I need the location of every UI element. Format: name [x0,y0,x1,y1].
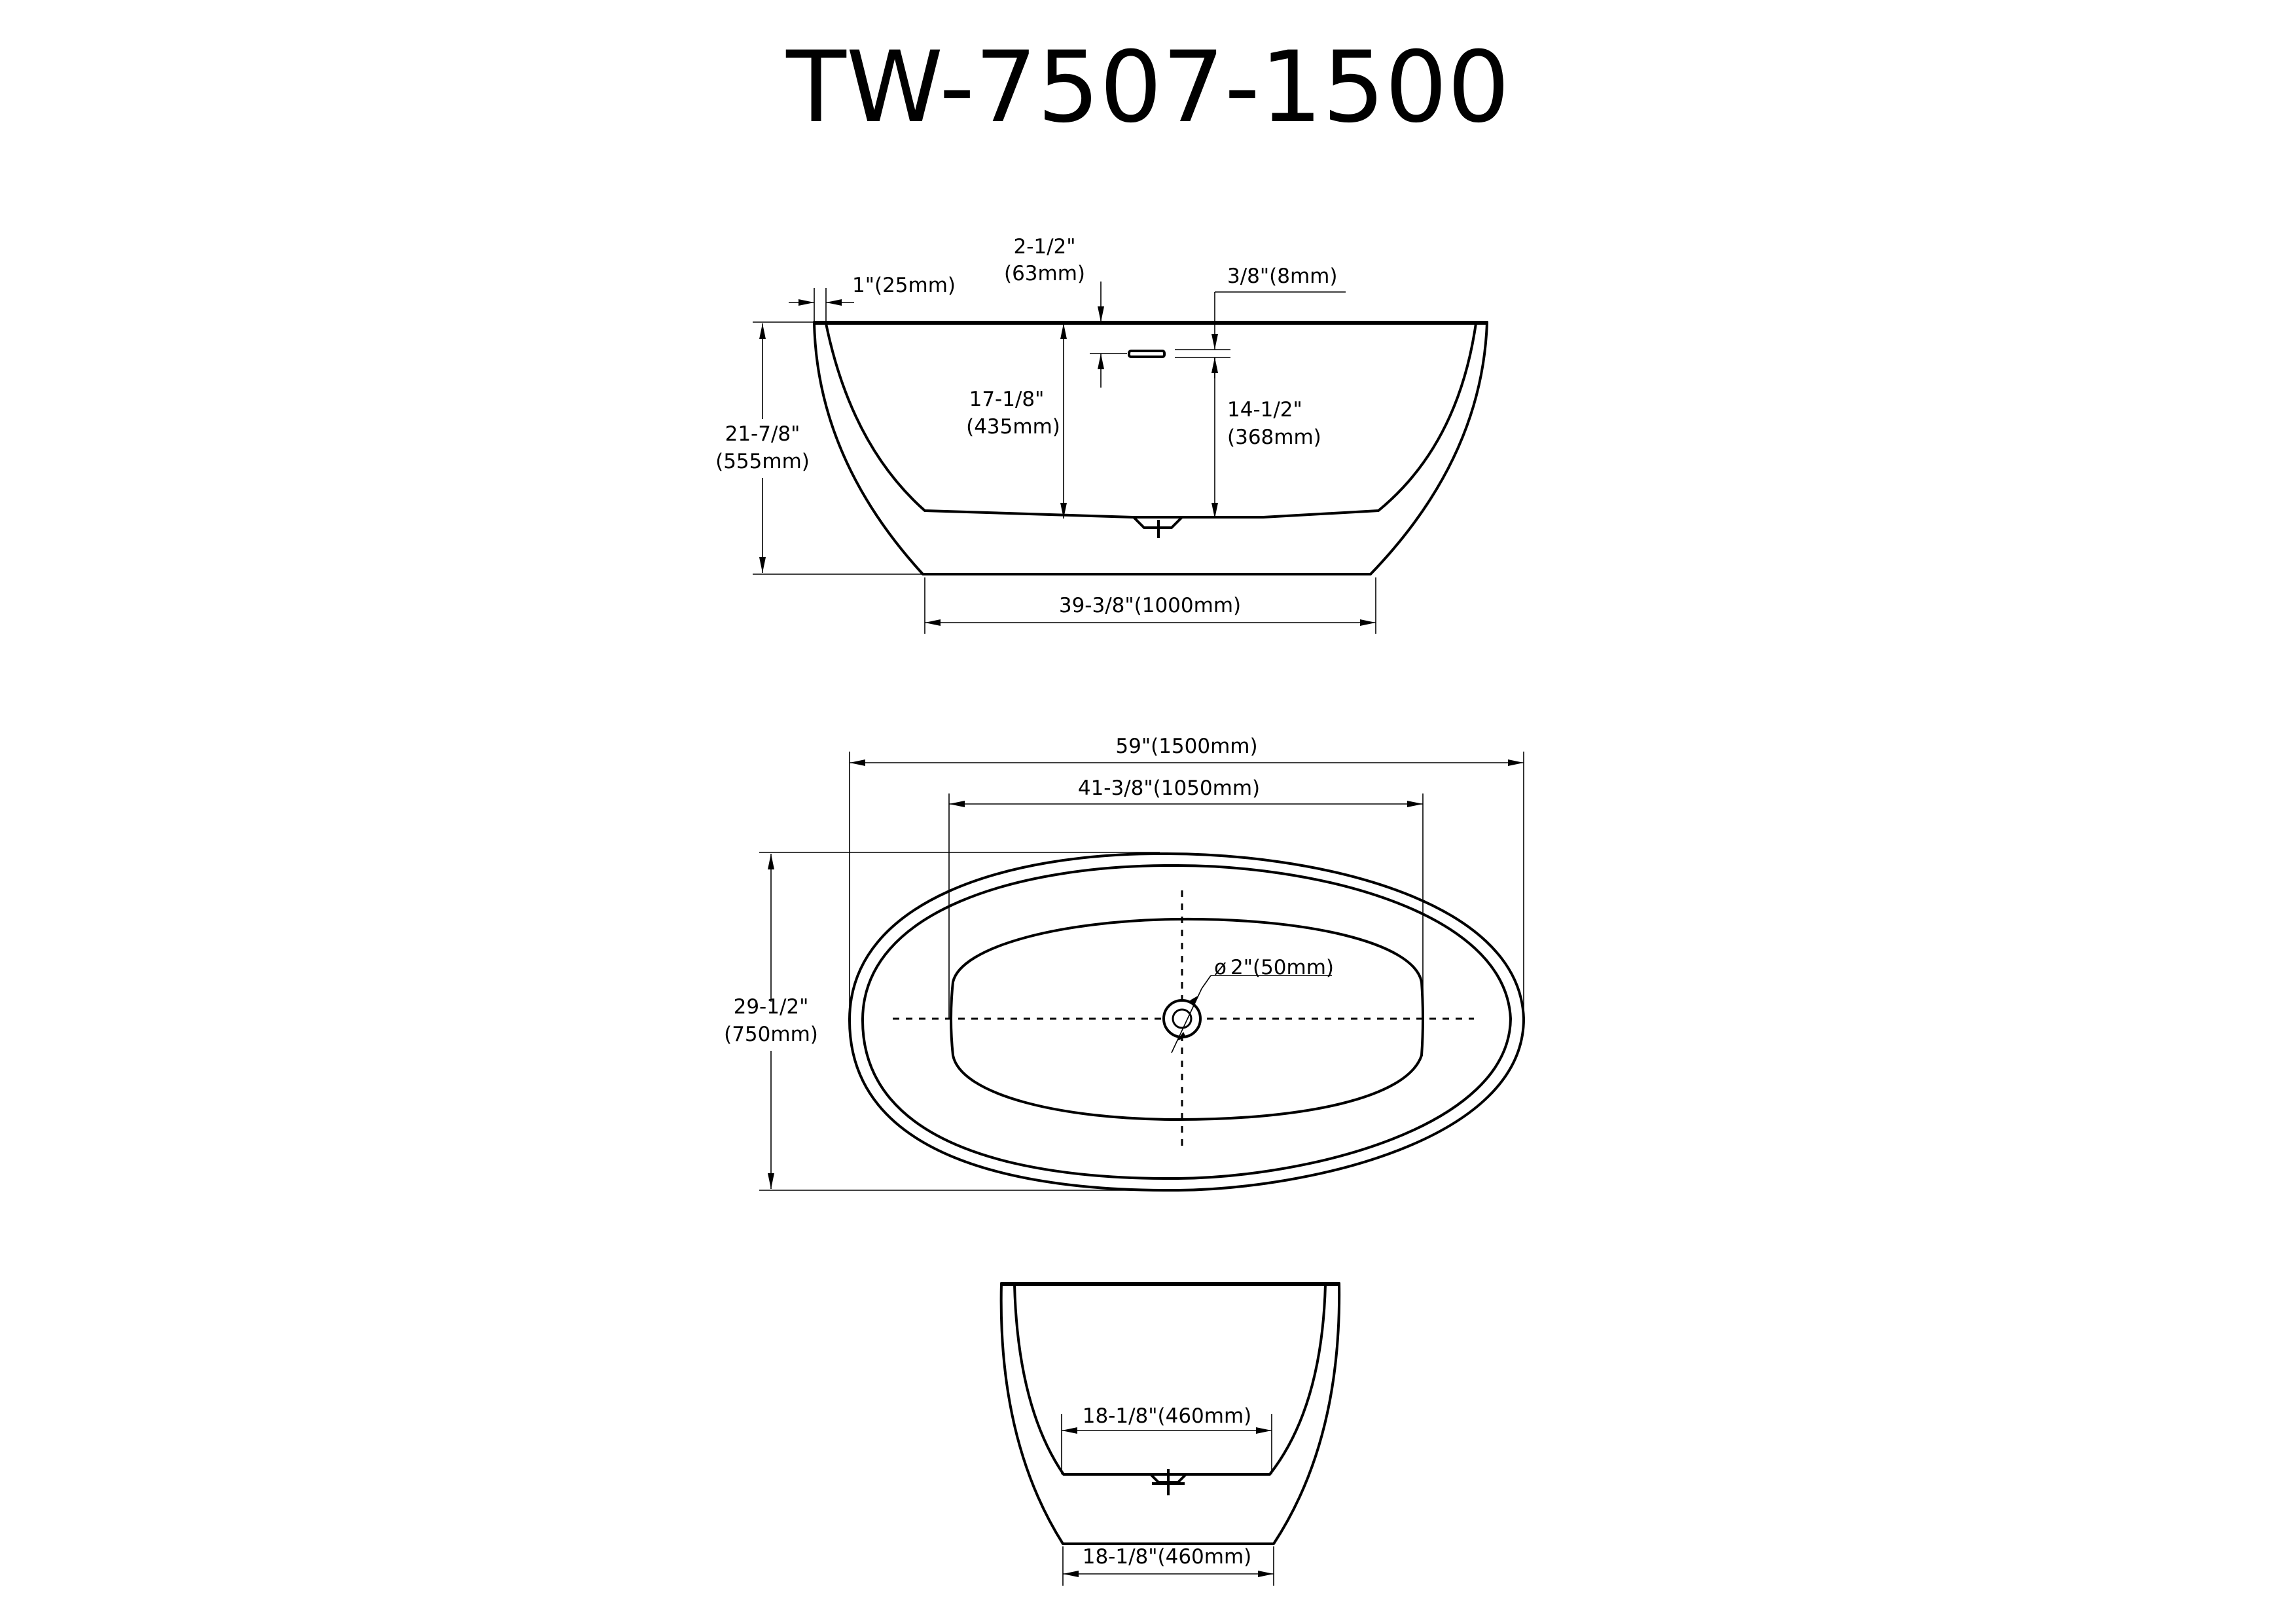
rim-thickness-label: 1"(25mm) [852,274,956,297]
overflow-to-bottom-mm-label: (368mm) [1227,426,1321,449]
total-height-in-label: 21-7/8" [725,422,800,446]
top-drain [1162,999,1202,1038]
top-inner-basin [950,917,1424,1121]
side-overflow-slot [1128,349,1230,358]
dim-overflow-drop: 2-1/2" (63mm) [1004,235,1127,388]
overall-width-in-label: 29-1/2" [734,995,809,1019]
side-inner-bowl [825,323,1477,519]
drain-diameter-label: 2"(50mm) [1230,956,1334,979]
end-drain-fitting [1149,1469,1187,1495]
end-view: 18-1/8"(460mm) 18-1/8"(460mm) [999,1282,1341,1586]
top-inner-rim [861,864,1512,1180]
base-length-label: 39-3/8"(1000mm) [1059,594,1241,617]
overall-length-label: 59"(1500mm) [1115,735,1257,758]
diameter-symbol: ø [1214,956,1227,979]
dim-inner-bottom-width: 18-1/8"(460mm) [1061,1404,1272,1474]
dim-total-height: 21-7/8" (555mm) [715,321,923,575]
side-outer-shell [813,321,1488,575]
overall-width-mm-label: (750mm) [724,1023,818,1046]
top-outer-rim [848,852,1525,1192]
dim-base-width: 18-1/8"(460mm) [1062,1545,1274,1586]
inner-length-label: 41-3/8"(1050mm) [1078,776,1260,800]
dim-drain-diameter: ø 2"(50mm) [1171,956,1334,1053]
dim-inner-depth: 17-1/8" (435mm) [966,323,1067,519]
dim-overall-length: 59"(1500mm) [849,735,1524,1019]
dim-rim-thickness: 1"(25mm) [789,274,956,322]
inner-depth-in-label: 17-1/8" [969,388,1045,411]
top-view: 59"(1500mm) 41-3/8"(1050mm) 29-1/2" (750… [724,735,1525,1192]
inner-bottom-width-label: 18-1/8"(460mm) [1083,1404,1252,1428]
dim-inner-length: 41-3/8"(1050mm) [948,776,1424,1019]
overflow-drop-mm-label: (63mm) [1004,262,1085,285]
inner-depth-mm-label: (435mm) [966,415,1060,439]
overflow-drop-in-label: 2-1/2" [1013,235,1075,259]
side-view: 1"(25mm) 2-1/2" (63mm) 3/8"(8mm) 21-7/8"… [715,235,1488,634]
dim-overall-width: 29-1/2" (750mm) [724,852,1178,1191]
base-width-label: 18-1/8"(460mm) [1083,1545,1252,1569]
total-height-mm-label: (555mm) [715,450,810,473]
dim-overflow-height: 3/8"(8mm) [1211,264,1346,378]
overflow-to-bottom-in-label: 14-1/2" [1227,398,1302,422]
dim-overflow-to-bottom: 14-1/2" (368mm) [1211,357,1321,519]
end-inner-bowl [1013,1284,1327,1476]
dim-base-length: 39-3/8"(1000mm) [924,577,1376,634]
drawing-title: TW-7507-1500 [785,31,1510,145]
overflow-height-label: 3/8"(8mm) [1227,264,1337,288]
end-outer-shell [999,1282,1341,1545]
side-drain-fitting [1132,516,1183,538]
